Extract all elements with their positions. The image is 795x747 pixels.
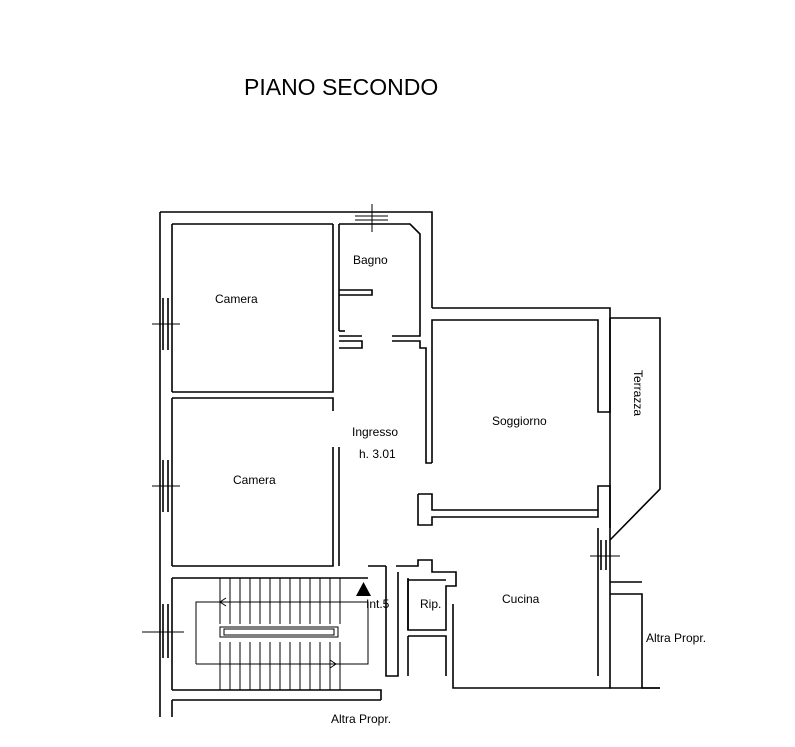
outer-walls [159,211,433,717]
stairs [195,578,369,690]
windows [142,204,620,658]
room-bagno [339,223,421,337]
stair-handrail-inner [223,628,335,636]
room-terrazza [609,317,661,541]
label-neighbor-bottom: Altra Propr. [331,712,391,726]
label-ingresso-height: h. 3.01 [359,447,396,461]
stair-arrow-icon [329,659,337,669]
stair-arrow-icon [219,597,227,607]
plan-title: PIANO SECONDO [244,74,438,100]
label-terrazza: Terrazza [631,370,645,416]
room-cucina [452,528,660,689]
label-camera-bottom: Camera [233,473,276,487]
room-camera-top [172,224,340,411]
label-bagno: Bagno [353,253,388,267]
stair-walk-line [195,601,369,665]
label-cucina: Cucina [502,592,540,606]
room-ripostiglio [368,559,457,677]
stair-handrail [219,626,339,638]
label-neighbor-right: Altra Propr. [646,631,706,645]
label-ripostiglio: Rip. [420,597,441,611]
label-soggiorno: Soggiorno [492,414,547,428]
label-camera-top: Camera [215,292,258,306]
room-soggiorno [339,307,611,528]
entrance-triangle-icon [356,582,371,596]
room-camera-bottom [172,447,368,579]
label-interno: Int.5 [366,597,390,611]
label-ingresso: Ingresso [352,425,398,439]
